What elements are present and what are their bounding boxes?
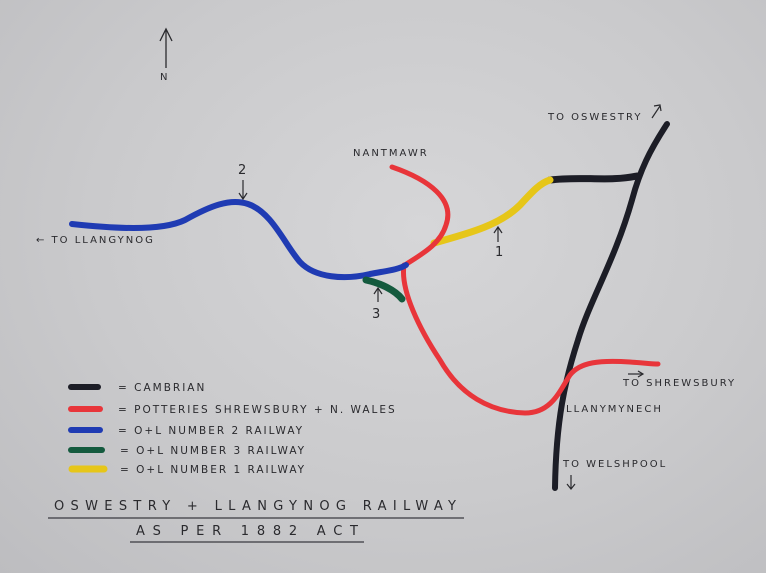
legend-label-cambrian: = CAMBRIAN [118, 382, 206, 394]
map-title-line-2: AS PER 1882 ACT [136, 524, 361, 539]
ol-number-3-line [362, 276, 406, 303]
to-llangynog-label: ← TO LLANGYNOG [36, 235, 155, 246]
marker-3-label: 3 [372, 307, 382, 322]
ol-number-2-line [69, 198, 409, 281]
legend: = CAMBRIAN = POTTERIES SHREWSBURY + N. W… [68, 382, 397, 476]
potteries-line [389, 164, 661, 416]
north-label: N [160, 72, 169, 83]
north-arrow-icon [159, 27, 173, 68]
legend-label-ol2: = O+L NUMBER 2 RAILWAY [118, 425, 304, 437]
marker-1-label: 1 [495, 245, 505, 260]
to-shrewsbury-label: TO SHREWSBURY [622, 378, 736, 389]
shrewsbury-arrow-icon [628, 370, 645, 378]
legend-label-ol1: = O+L NUMBER 1 RAILWAY [120, 464, 306, 476]
to-oswestry-label: TO OSWESTRY [547, 112, 642, 123]
map-title-line-1: OSWESTRY + LLANGYNOG RAILWAY [54, 499, 459, 514]
legend-label-potteries: = POTTERIES SHREWSBURY + N. WALES [118, 404, 397, 416]
marker-1-arrow-icon [493, 225, 503, 242]
cambrian-line [546, 121, 670, 491]
ol-number-1-line [430, 176, 554, 247]
marker-3-arrow-icon [373, 286, 383, 302]
llanymynech-label: LLANYMYNECH [566, 404, 663, 415]
to-welshpool-label: TO WELSHPOOL [562, 459, 667, 470]
legend-label-ol3: = O+L NUMBER 3 RAILWAY [120, 445, 306, 457]
welshpool-arrow-icon [566, 475, 576, 490]
marker-2-label: 2 [238, 163, 248, 178]
marker-2-arrow-icon [238, 180, 248, 201]
oswestry-arrow-icon [651, 104, 662, 119]
nantmawr-label: NANTMAWR [353, 148, 429, 159]
